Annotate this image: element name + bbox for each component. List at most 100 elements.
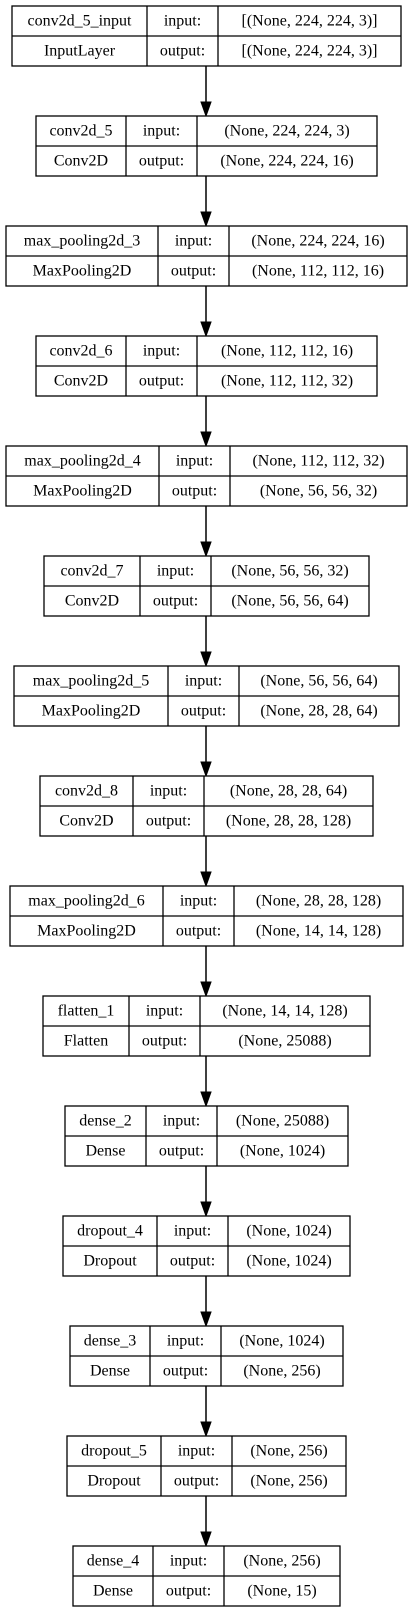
layer-type: MaxPooling2D [37,923,136,940]
output-port-label: output: [142,1033,187,1050]
output-shape: (None, 56, 56, 64) [231,593,348,610]
input-shape: (None, 56, 56, 32) [231,563,348,580]
layer-name: flatten_1 [58,1003,115,1020]
input-port-label: input: [175,233,212,250]
layer-type: Conv2D [54,373,108,390]
edge-arrow [200,726,212,778]
input-shape: [(None, 224, 224, 3)] [242,13,378,30]
layer-type: InputLayer [44,43,116,60]
arrowhead [200,1311,212,1328]
layer-name: dropout_5 [81,1443,147,1460]
edge-arrow [200,616,212,668]
input-shape: (None, 14, 14, 128) [222,1003,347,1020]
arrowhead [200,761,212,778]
layer-name: conv2d_6 [49,343,112,360]
input-port-label: input: [143,343,180,360]
output-shape: (None, 14, 14, 128) [256,923,381,940]
edge-arrow [200,1276,212,1328]
input-shape: (None, 112, 112, 16) [221,343,353,360]
output-shape: (None, 256) [250,1473,327,1490]
layer-type: Flatten [64,1033,108,1050]
arrowhead [200,1531,212,1548]
input-port-label: input: [180,893,217,910]
output-shape: (None, 112, 112, 16) [252,263,384,280]
edge-arrow [200,176,212,228]
layer-type: MaxPooling2D [33,263,132,280]
arrowhead [200,101,212,118]
layer-name: dropout_4 [77,1223,143,1240]
edge-arrow [200,1386,212,1438]
layer-type: Dropout [87,1473,141,1490]
input-shape: (None, 25088) [236,1113,329,1130]
output-port-label: output: [166,1583,211,1600]
edge-arrow [200,946,212,998]
layer-name: max_pooling2d_4 [24,453,140,470]
input-port-label: input: [174,1223,211,1240]
output-shape: (None, 15) [247,1583,316,1600]
input-port-label: input: [157,563,194,580]
output-shape: (None, 28, 28, 64) [260,703,377,720]
output-port-label: output: [159,1143,204,1160]
output-port-label: output: [139,373,184,390]
output-port-label: output: [160,43,205,60]
input-shape: (None, 1024) [239,1333,324,1350]
input-shape: (None, 224, 224, 16) [251,233,384,250]
input-port-label: input: [185,673,222,690]
output-port-label: output: [146,813,191,830]
input-port-label: input: [176,453,213,470]
arrowhead [200,541,212,558]
arrowhead [200,1091,212,1108]
layer-type: Dense [93,1583,133,1600]
input-shape: (None, 224, 224, 3) [224,123,349,140]
layer-node-conv2d_5_input: conv2d_5_inputInputLayerinput:output:[(N… [11,5,402,67]
arrowhead [200,321,212,338]
output-shape: (None, 56, 56, 32) [260,483,377,500]
input-shape: (None, 56, 56, 64) [260,673,377,690]
input-port-label: input: [150,783,187,800]
layer-name: dense_2 [79,1113,131,1130]
layer-node-max_pooling2d_5: max_pooling2d_5MaxPooling2Dinput:output:… [13,665,400,727]
layer-name: max_pooling2d_3 [24,233,140,250]
output-port-label: output: [174,1473,219,1490]
layer-type: Conv2D [65,593,119,610]
edge-arrow [200,1496,212,1548]
edge-arrow [200,836,212,888]
layer-name: dense_3 [84,1333,136,1350]
arrowhead [200,871,212,888]
input-shape: (None, 1024) [246,1223,331,1240]
output-shape: (None, 1024) [240,1143,325,1160]
layer-name: conv2d_5_input [28,13,133,30]
output-shape: (None, 1024) [246,1253,331,1270]
input-shape: (None, 112, 112, 32) [252,453,384,470]
input-port-label: input: [163,1113,200,1130]
arrowhead [200,651,212,668]
input-port-label: input: [170,1553,207,1570]
output-shape: (None, 112, 112, 32) [221,373,353,390]
layer-node-max_pooling2d_4: max_pooling2d_4MaxPooling2Dinput:output:… [5,445,408,507]
output-shape: [(None, 224, 224, 3)] [242,43,378,60]
output-port-label: output: [181,703,226,720]
input-port-label: input: [167,1333,204,1350]
layer-type: Dropout [83,1253,137,1270]
layer-type: Dense [90,1363,130,1380]
edge-arrow [200,1056,212,1108]
layer-node-max_pooling2d_3: max_pooling2d_3MaxPooling2Dinput:output:… [5,225,408,287]
input-shape: (None, 256) [243,1553,320,1570]
layer-type: MaxPooling2D [33,483,132,500]
edge-arrow [200,396,212,448]
arrowhead [200,431,212,448]
output-shape: (None, 28, 28, 128) [226,813,351,830]
layer-name: conv2d_8 [55,783,118,800]
arrowhead [200,1421,212,1438]
layer-name: max_pooling2d_6 [28,893,144,910]
output-port-label: output: [163,1363,208,1380]
